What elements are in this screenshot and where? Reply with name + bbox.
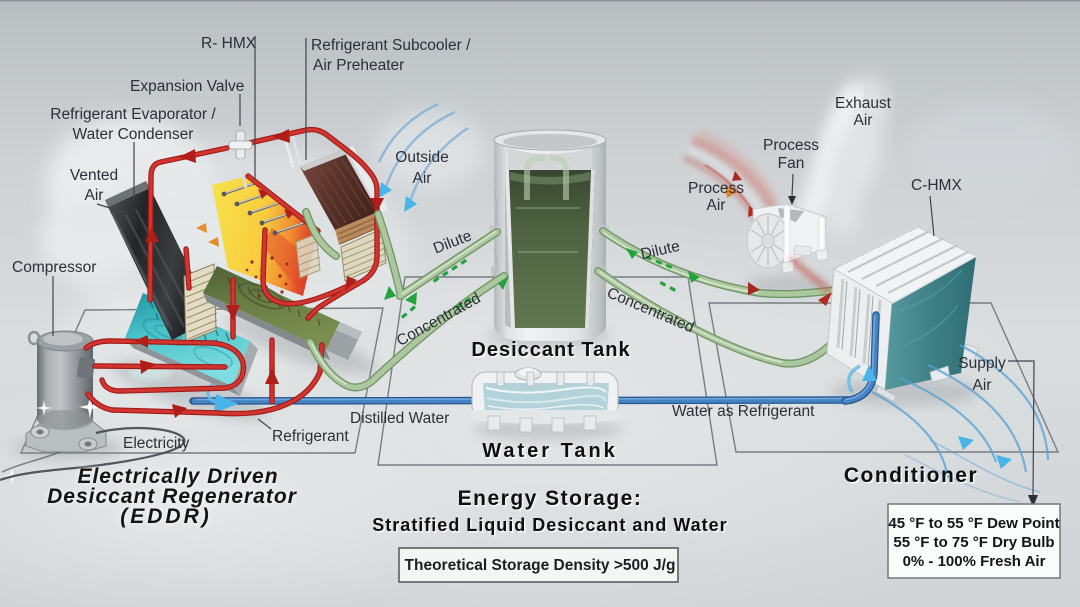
svg-text:Electrically Driven: Electrically Driven bbox=[77, 465, 278, 488]
svg-text:Electrically Driven: Electrically Driven bbox=[77, 465, 278, 488]
svg-text:Exhaust: Exhaust bbox=[835, 95, 892, 112]
svg-text:Conditioner: Conditioner bbox=[844, 464, 978, 487]
svg-text:Outside: Outside bbox=[395, 149, 448, 166]
svg-text:Theoretical Storage Density >5: Theoretical Storage Density >500 J/g bbox=[405, 557, 676, 574]
svg-text:55 °F to 75 °F Dry Bulb: 55 °F to 75 °F Dry Bulb bbox=[893, 534, 1054, 551]
svg-text:Energy Storage:: Energy Storage: bbox=[458, 487, 643, 510]
svg-text:Water Tank: Water Tank bbox=[482, 440, 618, 462]
svg-text:Refrigerant Subcooler /: Refrigerant Subcooler / bbox=[311, 37, 471, 54]
svg-text:Electricity: Electricity bbox=[123, 435, 190, 452]
svg-text:Desiccant Tank: Desiccant Tank bbox=[473, 341, 632, 363]
svg-text:Water Condenser: Water Condenser bbox=[73, 126, 194, 143]
svg-text:0% - 100% Fresh Air: 0% - 100% Fresh Air bbox=[903, 553, 1046, 570]
svg-text:Water as Refrigerant: Water as Refrigerant bbox=[672, 403, 815, 420]
svg-text:Air: Air bbox=[854, 112, 873, 129]
svg-text:Air: Air bbox=[973, 377, 992, 394]
svg-text:Desiccant Regenerator: Desiccant Regenerator bbox=[47, 485, 298, 508]
svg-text:Water Tank: Water Tank bbox=[484, 442, 620, 464]
svg-text:R- HMX: R- HMX bbox=[201, 35, 257, 52]
svg-text:Conditioner: Conditioner bbox=[845, 466, 979, 489]
svg-text:Process: Process bbox=[763, 137, 819, 154]
svg-text:Refrigerant: Refrigerant bbox=[272, 428, 349, 445]
svg-text:Air: Air bbox=[413, 170, 432, 187]
svg-text:(EDDR): (EDDR) bbox=[120, 505, 212, 528]
svg-text:Fan: Fan bbox=[778, 155, 805, 172]
svg-text:Process: Process bbox=[688, 180, 744, 197]
svg-text:(EDDR): (EDDR) bbox=[120, 505, 212, 528]
svg-text:Air: Air bbox=[707, 197, 726, 214]
svg-text:Supply: Supply bbox=[958, 355, 1006, 372]
svg-text:C-HMX: C-HMX bbox=[911, 177, 962, 194]
svg-text:Desiccant Tank: Desiccant Tank bbox=[471, 339, 630, 361]
svg-text:Vented: Vented bbox=[70, 167, 118, 184]
svg-text:Desiccant Regenerator: Desiccant Regenerator bbox=[47, 485, 298, 508]
svg-text:45 °F to 55 °F Dew Point: 45 °F to 55 °F Dew Point bbox=[888, 515, 1059, 532]
svg-text:Distilled Water: Distilled Water bbox=[350, 410, 449, 427]
svg-text:Refrigerant Evaporator /: Refrigerant Evaporator / bbox=[50, 106, 216, 123]
svg-text:Energy Storage:: Energy Storage: bbox=[459, 489, 644, 512]
svg-text:Expansion Valve: Expansion Valve bbox=[130, 78, 244, 95]
svg-text:Compressor: Compressor bbox=[12, 259, 96, 276]
svg-text:Stratified Liquid Desiccant an: Stratified Liquid Desiccant and Water bbox=[372, 515, 727, 535]
svg-text:Air: Air bbox=[85, 187, 104, 204]
svg-text:Air Preheater: Air Preheater bbox=[313, 57, 404, 74]
svg-text:Stratified Liquid Desiccant an: Stratified Liquid Desiccant and Water bbox=[374, 517, 729, 537]
